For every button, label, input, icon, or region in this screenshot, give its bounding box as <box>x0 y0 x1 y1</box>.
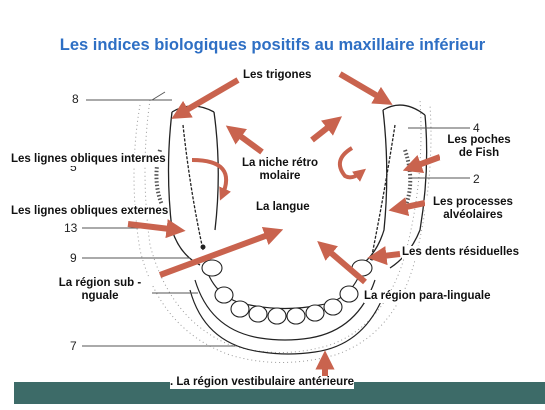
label-lignes-obliques-externes: Les lignes obliques externes <box>11 205 169 218</box>
label-number-4: 4 <box>473 121 480 135</box>
label-dents-residuelles: Les dents résiduelles <box>402 246 519 259</box>
label-region-para-linguale: La région para-linguale <box>364 290 491 303</box>
label-poches-line1: Les poches <box>447 134 511 146</box>
label-poches-line2: de Fish <box>458 147 500 159</box>
label-lignes-obliques-internes: Les lignes obliques internes <box>11 153 166 166</box>
label-number-7: 7 <box>70 339 77 353</box>
arrow-niche-left <box>225 125 264 155</box>
label-region-sub-linguale: La région sub - nguale <box>48 277 152 303</box>
label-number-9: 9 <box>70 251 77 265</box>
slide-title: Les indices biologiques positifs au maxi… <box>59 36 486 54</box>
label-sub-linguale-line1: La région sub - <box>58 277 142 289</box>
arrow-fish <box>402 154 442 174</box>
label-langue: La langue <box>256 201 310 214</box>
arrow-sub-linguale <box>158 227 284 278</box>
right-oblique-line <box>371 124 396 256</box>
arrow-curve-right <box>337 146 366 182</box>
label-processes-alveolaires: Les processes alvéolaires <box>425 196 521 222</box>
arrow-lignes-externes <box>127 219 186 239</box>
label-sub-linguale-line2: nguale <box>81 290 119 302</box>
label-processes-line2: alvéolaires <box>443 209 503 221</box>
mucosa-outline <box>133 99 432 363</box>
arrow-oblique-internes <box>191 158 231 201</box>
label-poches-fish: Les poches de Fish <box>440 134 518 160</box>
arrow-trigone-right <box>338 71 393 105</box>
footer-bar <box>14 382 545 404</box>
label-niche-retro-molaire: La niche rétro molaire <box>232 157 328 183</box>
label-niche-line1: La niche rétro <box>241 157 319 169</box>
label-number-8: 8 <box>72 92 79 106</box>
left-oblique-line <box>182 124 204 251</box>
label-number-13: 13 <box>64 221 78 235</box>
arrow-niche-right <box>310 116 343 143</box>
label-region-vestibulaire: . La région vestibulaire antérieure <box>170 376 355 389</box>
label-number-2: 2 <box>473 172 480 186</box>
label-processes-line1: Les processes <box>433 196 513 208</box>
arrow-trigone-left <box>171 77 240 119</box>
arrow-processes <box>388 197 426 217</box>
label-niche-line2: molaire <box>259 170 301 182</box>
residual-teeth <box>201 259 373 325</box>
label-number-5: 5 <box>70 160 77 174</box>
left-dot <box>200 244 206 250</box>
label-trigones: Les trigones <box>243 69 312 82</box>
arrow-dents <box>367 246 401 266</box>
arrow-para-linguale <box>317 241 367 285</box>
